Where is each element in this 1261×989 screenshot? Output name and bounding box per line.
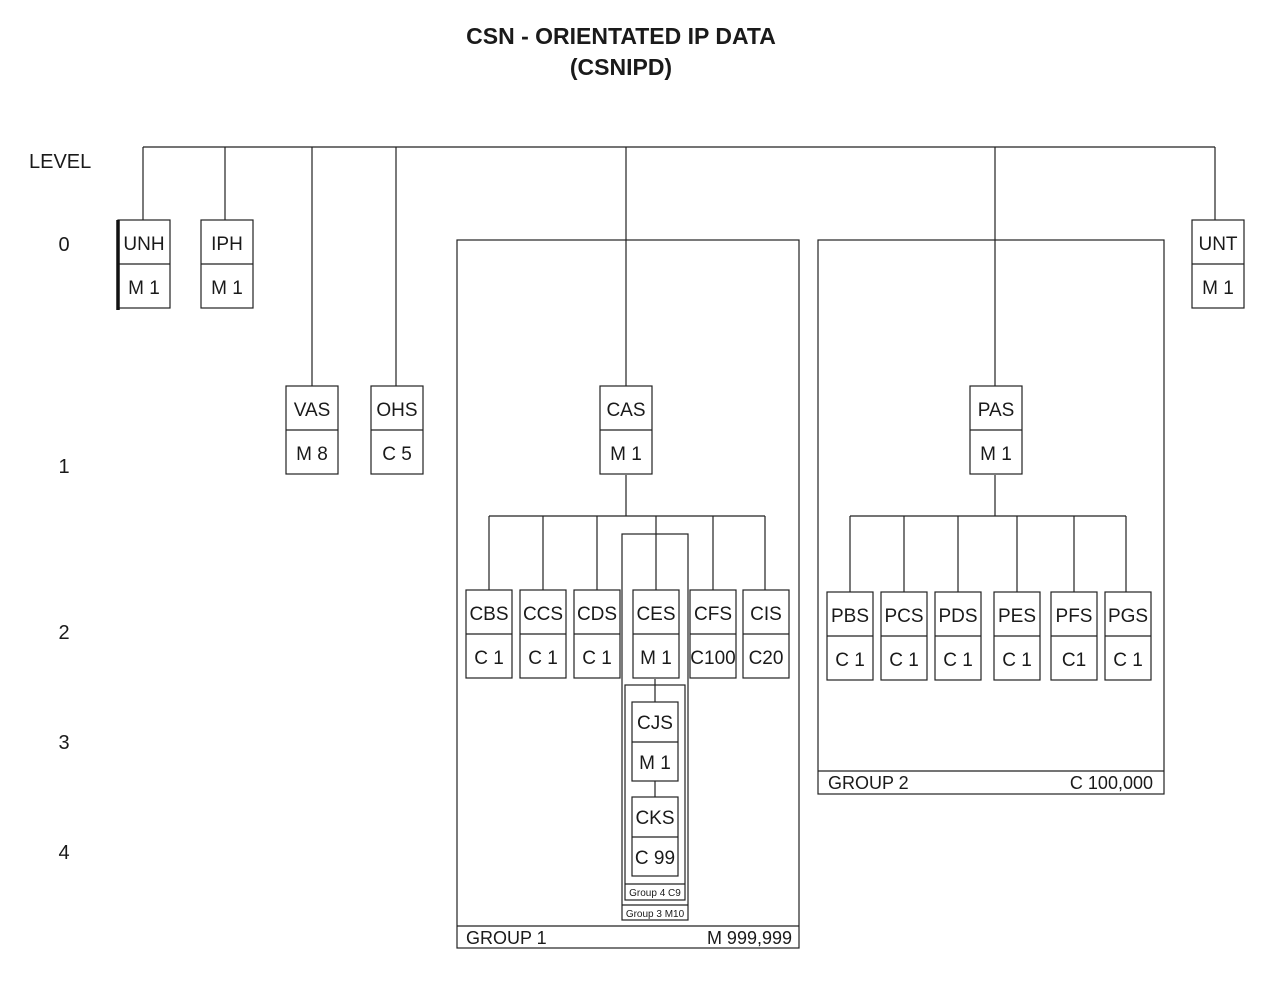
group-3-frame — [621, 533, 689, 921]
segment-cds: CDS C 1 — [573, 589, 621, 679]
segment-iph: IPH M 1 — [200, 219, 254, 309]
segment-ohs: OHS C 5 — [370, 385, 424, 475]
segment-cfs-status: C100 — [690, 648, 735, 669]
group-2-name: GROUP 2 — [828, 773, 909, 793]
segment-pes-tag: PES — [998, 606, 1036, 627]
segment-unt-status: M 1 — [1202, 278, 1234, 299]
level-4-label: 4 — [58, 842, 69, 864]
segment-vas: VAS M 8 — [285, 385, 339, 475]
segment-pbs: PBS C 1 — [826, 591, 874, 681]
segment-cjs: CJS M 1 — [631, 701, 679, 782]
segment-cas-status: M 1 — [610, 444, 642, 465]
segment-iph-status: M 1 — [211, 278, 243, 299]
segment-unh-status: M 1 — [128, 278, 160, 299]
segment-unh: UNH M 1 — [116, 219, 171, 310]
segment-cjs-status: M 1 — [639, 753, 671, 774]
segment-pcs-tag: PCS — [884, 606, 923, 627]
level-3-label: 3 — [58, 732, 69, 754]
level-2-label: 2 — [58, 622, 69, 644]
segment-cis-status: C20 — [749, 648, 784, 669]
segment-cbs: CBS C 1 — [465, 589, 513, 679]
group-1-name: GROUP 1 — [466, 928, 547, 948]
diagram-title-line-1: CSN - ORIENTATED IP DATA — [466, 23, 776, 49]
segment-ccs-status: C 1 — [528, 648, 558, 669]
segment-ces: CES M 1 — [632, 589, 680, 679]
group-2-frame — [817, 239, 1165, 795]
segment-pds-tag: PDS — [938, 606, 977, 627]
segment-ohs-status: C 5 — [382, 444, 412, 465]
diagram-title-line-2: (CSNIPD) — [570, 54, 672, 80]
segment-cbs-status: C 1 — [474, 648, 504, 669]
segment-cis-tag: CIS — [750, 604, 782, 625]
segment-pbs-status: C 1 — [835, 650, 865, 671]
segment-ccs: CCS C 1 — [519, 589, 567, 679]
segment-cks: CKS C 99 — [631, 796, 679, 877]
segment-ces-tag: CES — [636, 604, 675, 625]
segment-cds-tag: CDS — [577, 604, 617, 625]
group-2-status: C 100,000 — [1070, 773, 1153, 793]
segment-vas-tag: VAS — [294, 400, 331, 421]
segment-pds: PDS C 1 — [934, 591, 982, 681]
group-4-label: Group 4 C9 — [629, 888, 681, 899]
segment-unh-tag: UNH — [123, 234, 164, 255]
segment-ces-status: M 1 — [640, 648, 672, 669]
segment-pas-status: M 1 — [980, 444, 1012, 465]
level-1-label: 1 — [58, 456, 69, 478]
segment-pcs: PCS C 1 — [880, 591, 928, 681]
group-1-status: M 999,999 — [707, 928, 792, 948]
segment-cas-tag: CAS — [606, 400, 645, 421]
segment-unt: UNT M 1 — [1191, 219, 1245, 309]
segment-cas: CAS M 1 — [599, 385, 653, 475]
segment-pas-tag: PAS — [978, 400, 1015, 421]
segment-vas-status: M 8 — [296, 444, 328, 465]
segment-pgs-status: C 1 — [1113, 650, 1143, 671]
segment-iph-tag: IPH — [211, 234, 243, 255]
segment-cks-tag: CKS — [635, 808, 674, 829]
segment-cks-status: C 99 — [635, 848, 675, 869]
segment-pfs-status: C1 — [1062, 650, 1086, 671]
segment-pgs-tag: PGS — [1108, 606, 1148, 627]
group-3-label: Group 3 M10 — [626, 909, 685, 920]
group-1-frame — [456, 239, 800, 949]
segment-cfs-tag: CFS — [694, 604, 732, 625]
segment-ccs-tag: CCS — [523, 604, 563, 625]
segment-pds-status: C 1 — [943, 650, 973, 671]
segment-cbs-tag: CBS — [469, 604, 508, 625]
segment-cds-status: C 1 — [582, 648, 612, 669]
segment-unt-tag: UNT — [1198, 234, 1237, 255]
segment-pas: PAS M 1 — [969, 385, 1023, 475]
segment-pfs: PFS C1 — [1050, 591, 1098, 681]
segment-pcs-status: C 1 — [889, 650, 919, 671]
level-header: LEVEL — [29, 151, 91, 173]
segment-cis: CIS C20 — [742, 589, 790, 679]
segment-pfs-tag: PFS — [1056, 606, 1093, 627]
segment-cfs: CFS C100 — [689, 589, 737, 679]
segment-cjs-tag: CJS — [637, 713, 673, 734]
segment-pbs-tag: PBS — [831, 606, 869, 627]
segment-ohs-tag: OHS — [376, 400, 417, 421]
level-0-label: 0 — [58, 234, 69, 256]
segment-pes: PES C 1 — [993, 591, 1041, 681]
segment-pes-status: C 1 — [1002, 650, 1032, 671]
segment-pgs: PGS C 1 — [1104, 591, 1152, 681]
